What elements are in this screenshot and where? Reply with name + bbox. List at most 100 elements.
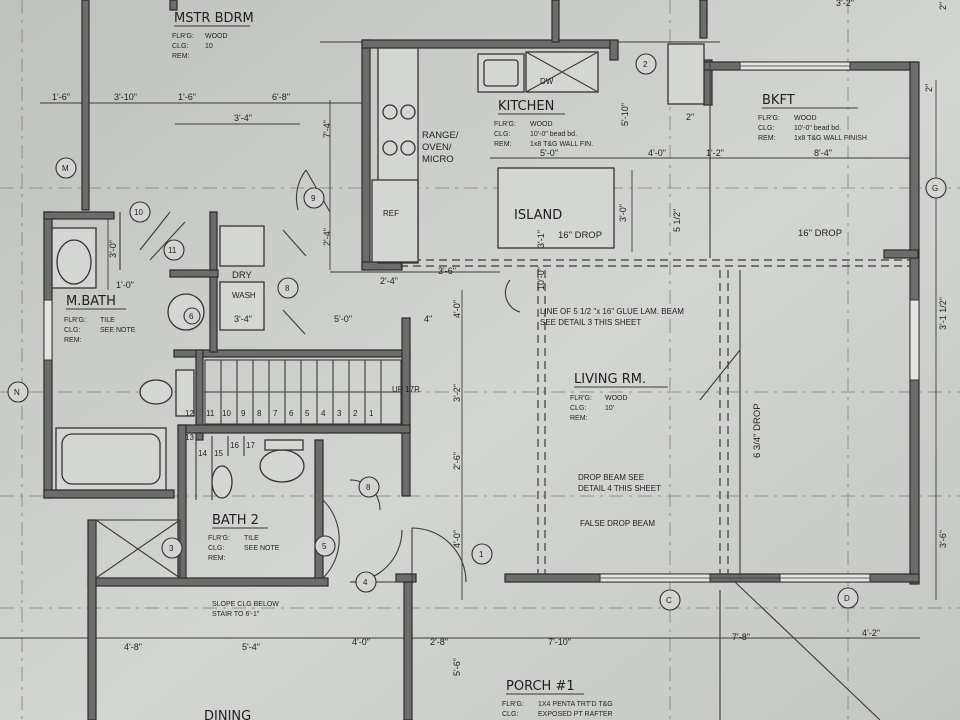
svg-text:16: 16 [230,441,239,450]
room-dining-name: DINING [204,709,251,720]
grid-tag-g: G [925,177,947,199]
svg-text:5'-0": 5'-0" [334,314,352,324]
svg-text:FLR'G:: FLR'G: [208,535,230,542]
svg-text:10'-0": 10'-0" [536,267,546,290]
svg-text:5: 5 [322,542,327,551]
svg-text:CLG:: CLG: [172,43,188,50]
svg-text:3'-1 1/2": 3'-1 1/2" [938,297,948,330]
svg-text:3: 3 [337,409,342,418]
svg-text:11: 11 [206,409,215,418]
svg-text:10'-0" bead bd.: 10'-0" bead bd. [530,131,577,138]
svg-text:2'-6": 2'-6" [452,452,462,470]
room-name: BKFT [762,93,795,108]
svg-text:REM:: REM: [570,415,588,422]
svg-text:5'-6": 5'-6" [452,658,462,676]
svg-text:4: 4 [321,409,326,418]
svg-text:8: 8 [257,409,262,418]
svg-text:STAIR TO 6'-1": STAIR TO 6'-1" [212,611,260,618]
svg-text:1: 1 [479,550,484,559]
porch-roof-line [734,581,881,720]
svg-text:3'-4": 3'-4" [234,113,252,123]
svg-text:12: 12 [185,409,194,418]
svg-text:CLG:: CLG: [208,545,224,552]
svg-text:8: 8 [285,284,290,293]
svg-text:M: M [62,164,69,173]
svg-text:DROP BEAM SEE: DROP BEAM SEE [578,473,644,482]
stairs [195,359,402,500]
svg-text:FLR'G:: FLR'G: [502,701,524,708]
room-name: KITCHEN [498,99,554,114]
svg-text:7: 7 [273,409,278,418]
room-name: PORCH #1 [506,679,575,694]
door-tag-8a: 8 [277,277,299,299]
svg-text:FLR'G:: FLR'G: [64,317,86,324]
door-tag-9: 9 [303,187,325,209]
svg-text:10': 10' [605,405,614,412]
svg-text:2'-8": 2'-8" [430,637,448,647]
room-name: M.BATH [66,294,116,309]
svg-text:CLG:: CLG: [502,711,518,718]
annotations: RANGE/ OVEN/ MICRO REF DW DRY WASH UP 17… [212,77,842,618]
svg-text:REM:: REM: [758,135,776,142]
svg-text:REM:: REM: [64,337,82,344]
svg-text:SLOPE CLG BELOW: SLOPE CLG BELOW [212,601,279,608]
svg-text:CLG:: CLG: [570,405,586,412]
svg-text:5'-10": 5'-10" [620,103,630,126]
door-tag-8c: 8 [244,0,249,2]
door-tag-6: 6 [183,307,201,325]
door-tag-1: 1 [471,543,493,565]
svg-text:WOOD: WOOD [794,115,817,122]
beam-lines [400,60,910,574]
svg-text:3'-0": 3'-0" [108,240,118,258]
svg-text:8'-4": 8'-4" [814,148,832,158]
svg-text:SEE NOTE: SEE NOTE [100,327,136,334]
svg-text:CLG:: CLG: [494,131,510,138]
svg-text:2": 2" [686,112,694,122]
svg-text:6 3/4" DROP: 6 3/4" DROP [752,403,763,458]
svg-text:MICRO: MICRO [422,154,454,165]
svg-text:OVEN/: OVEN/ [422,142,452,153]
svg-text:C: C [666,596,672,605]
svg-text:10: 10 [205,43,213,50]
grid-tags: M N G C D [7,157,947,611]
svg-text:2'-4": 2'-4" [380,276,398,286]
svg-text:WASH: WASH [232,291,256,300]
svg-text:2": 2" [924,84,934,92]
svg-text:10: 10 [134,208,143,217]
svg-text:1x8 T&G WALL FIN.: 1x8 T&G WALL FIN. [530,141,593,148]
svg-text:4'-2": 4'-2" [862,628,880,638]
room-name: LIVING RM. [574,372,646,387]
grid-tag-m: M [55,157,77,179]
svg-text:UP 17R.: UP 17R. [392,385,422,394]
svg-text:DW: DW [540,77,554,86]
svg-text:3'-6": 3'-6" [938,530,948,548]
grid-tag-n: N [7,381,29,403]
svg-text:10'-0" bead bd.: 10'-0" bead bd. [794,125,841,132]
svg-text:DETAIL 4 THIS SHEET: DETAIL 4 THIS SHEET [578,484,661,493]
svg-text:D: D [844,594,850,603]
svg-text:CLG:: CLG: [758,125,774,132]
svg-text:1X4 PENTA TRT'D T&G: 1X4 PENTA TRT'D T&G [538,701,613,708]
svg-text:REF: REF [383,209,399,218]
svg-text:3'-4": 3'-4" [234,314,252,324]
room-name: MSTR BDRM [174,11,254,26]
svg-text:4'-0": 4'-0" [352,637,370,647]
svg-text:4'-8": 4'-8" [124,642,142,652]
svg-text:5: 5 [305,409,310,418]
svg-text:3'-0": 3'-0" [618,204,628,222]
svg-text:EXPOSED PT RAFTER: EXPOSED PT RAFTER [538,711,613,718]
svg-text:REM:: REM: [172,53,190,60]
kitchen-fixtures [371,43,705,264]
svg-text:REM:: REM: [208,555,226,562]
svg-text:9: 9 [311,194,316,203]
svg-text:2: 2 [643,60,648,69]
door-tag-2: 2 [635,53,657,75]
svg-text:SEE NOTE: SEE NOTE [244,545,280,552]
door-tag-4: 4 [355,571,377,593]
svg-text:6'-8": 6'-8" [272,92,290,102]
door-tag-3: 3 [161,537,183,559]
svg-text:3: 3 [169,544,174,553]
island-label: ISLAND [514,208,562,223]
svg-text:1'-0": 1'-0" [116,280,134,290]
